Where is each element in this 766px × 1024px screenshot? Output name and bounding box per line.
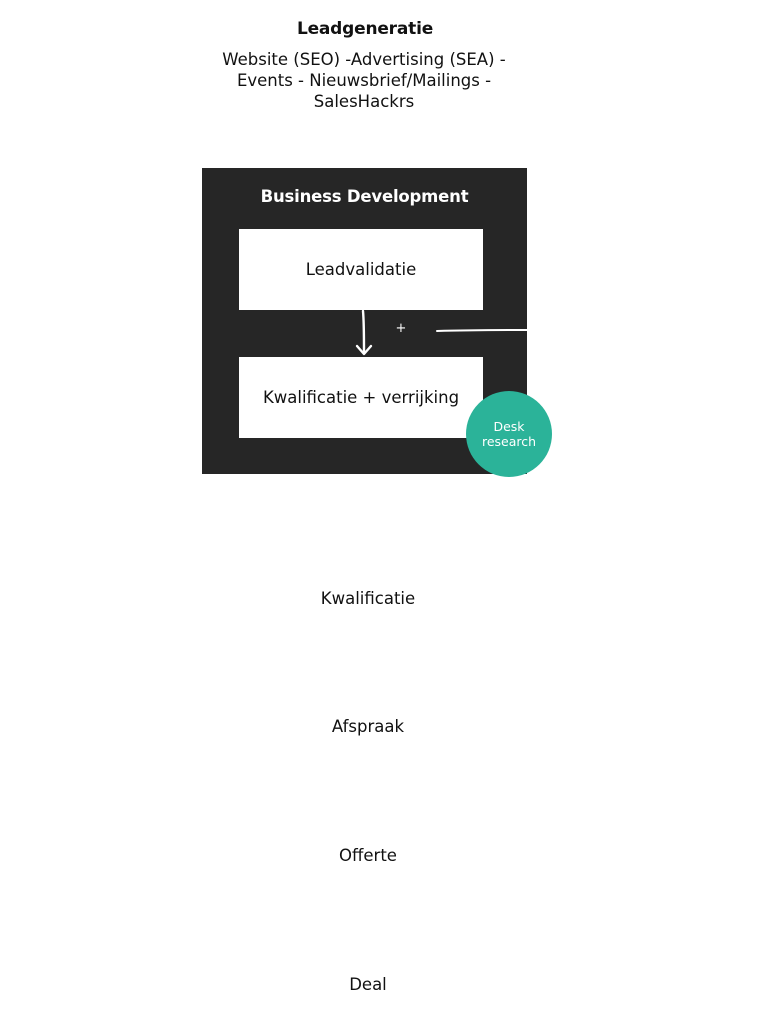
step-leadvalidatie-label: Leadvalidatie <box>305 260 417 279</box>
business-development-title: Business Development <box>260 187 469 206</box>
desk-research-circle: Desk research <box>466 391 552 477</box>
lead-sources-text: Website (SEO) -Advertising (SEA) - Event… <box>222 50 506 111</box>
step-leadvalidatie-box: Leadvalidatie <box>239 229 483 310</box>
stage-deal: Deal <box>349 975 387 994</box>
connector-plus-label: + <box>395 321 407 336</box>
stage-kwalificatie: Kwalificatie <box>320 589 416 608</box>
stage-offerte: Offerte <box>339 846 397 865</box>
stage-afspraak: Afspraak <box>331 717 405 736</box>
desk-research-label: Desk research <box>481 419 537 449</box>
step-kwalificatie-verrijking-box: Kwalificatie + verrijking <box>239 357 483 438</box>
diagram-title: Leadgeneratie <box>296 19 434 39</box>
step-kwalificatie-verrijking-label: Kwalificatie + verrijking <box>262 388 460 407</box>
